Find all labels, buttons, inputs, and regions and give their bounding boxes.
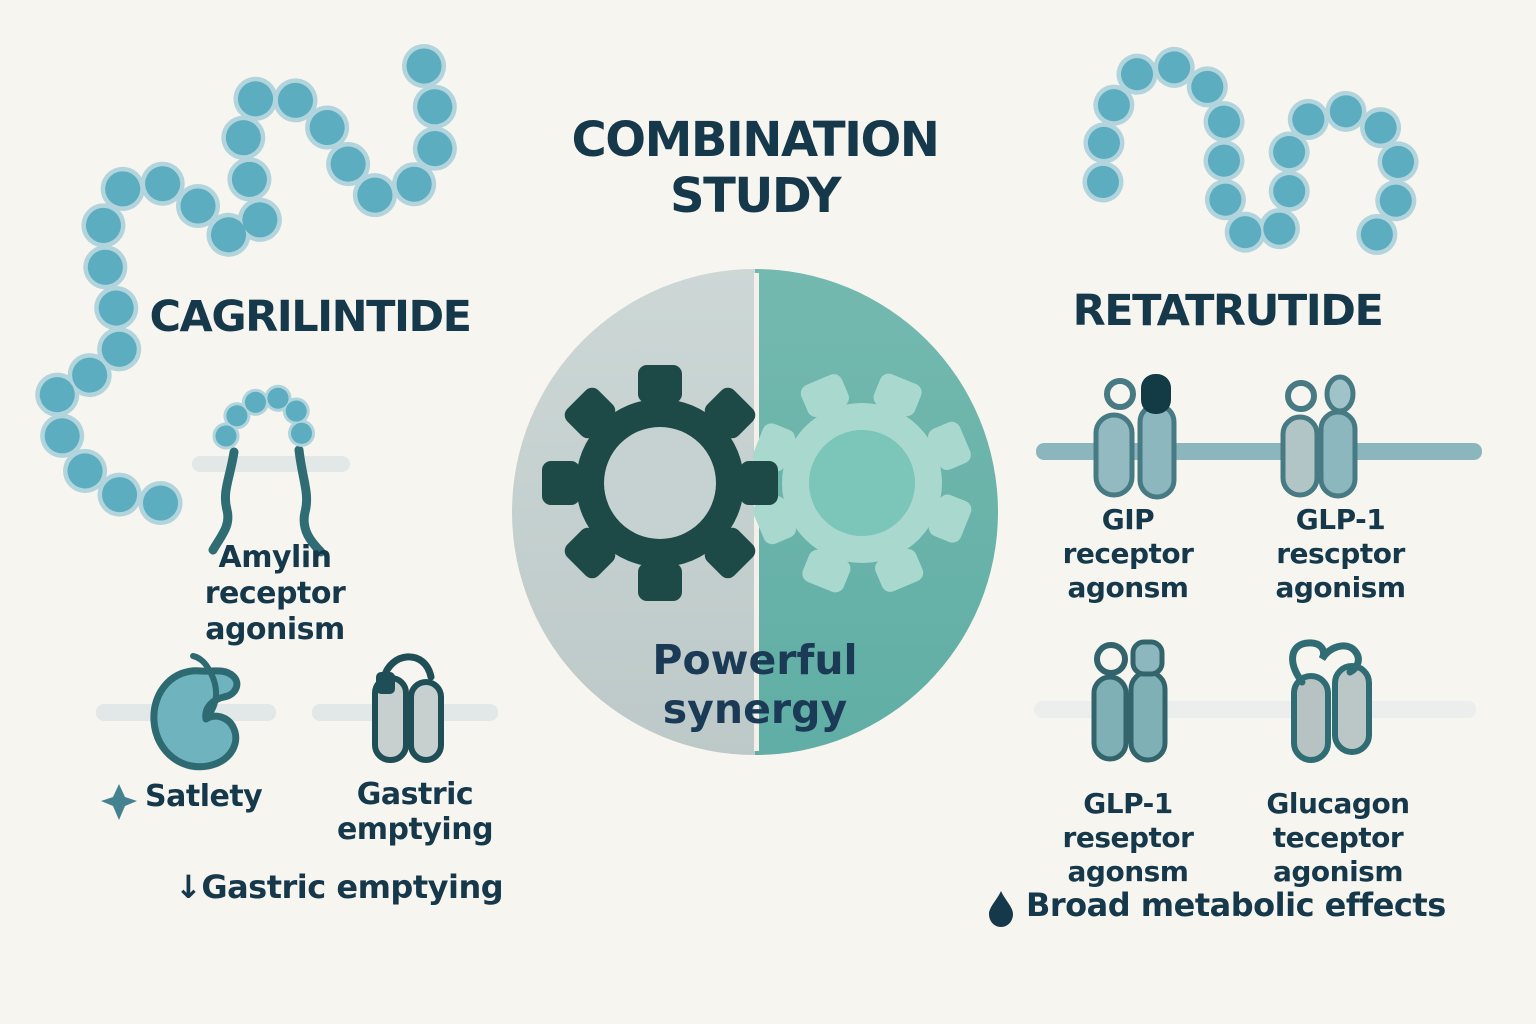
amylin-line1: Amylin: [218, 540, 332, 575]
gear-tooth: [740, 461, 778, 505]
glp1-top-label: GLP-1 rescptor agonism: [1243, 503, 1438, 605]
cagrilintide-peptide-chain: [33, 44, 459, 526]
glp1-bottom-line2: reseptor: [1062, 821, 1194, 855]
glp1-top-line1: GLP-1: [1295, 503, 1386, 536]
gear-tooth: [875, 549, 924, 592]
receptor-subunit: [1318, 409, 1358, 499]
synergy-caption: Powerful synergy: [585, 636, 925, 734]
glp1-top-line2: rescptor: [1276, 537, 1405, 571]
glp1-receptor-icon-bottom: [1091, 639, 1168, 763]
main-title-line2: STUDY: [670, 168, 841, 225]
left-drug-name: CAGRILINTIDE: [149, 292, 472, 342]
receptor-subunit: [1091, 674, 1129, 762]
glucagon-line2: teceptor: [1272, 821, 1404, 855]
gear-tooth: [752, 423, 796, 472]
gip-line3: agonsm: [1067, 571, 1189, 605]
main-title: COMBINATION STUDY: [508, 112, 1002, 224]
satiety-label: Satlety: [145, 779, 263, 814]
down-arrow-icon: ↓: [175, 868, 202, 906]
capsule-cap: [376, 672, 395, 694]
receptor-tail: [294, 445, 326, 557]
gear-tooth: [753, 496, 796, 545]
glp1-bottom-line3: agonsm: [1067, 855, 1189, 889]
gastric-line1: Gastric: [356, 777, 474, 812]
glp1-receptor-icon-top: [1280, 374, 1358, 499]
left-footnote-text: Gastric emptying: [201, 868, 504, 906]
peptide-beads: [38, 48, 455, 521]
capsule: [408, 679, 444, 763]
light-gear: [752, 373, 972, 593]
right-footnote-text: Broad metabolic effects: [1026, 886, 1446, 924]
glucagon-receptor-icon: [1289, 639, 1372, 763]
gear-tooth: [928, 494, 972, 543]
amylin-line3: agonism: [205, 612, 345, 647]
satiety-stomach-icon: [96, 653, 276, 771]
gear-tooth: [873, 373, 922, 417]
gear-tooth: [800, 374, 849, 417]
connector-arc: [380, 653, 435, 682]
dark-gear: [542, 365, 778, 601]
gip-line1: GIP: [1101, 503, 1155, 536]
glp1-bottom-label: GLP-1 reseptor agonsm: [1038, 787, 1218, 889]
gear-hub: [809, 430, 915, 536]
receptor-subunit: [1291, 673, 1331, 763]
receptor-tail: [208, 447, 239, 555]
receptor-subunit: [1093, 412, 1135, 498]
gastric-emptying-icon: [312, 653, 498, 763]
ligand-rounded: [1130, 639, 1165, 677]
gip-line2: receptor: [1062, 537, 1194, 571]
glp1-top-line3: agonism: [1275, 571, 1406, 605]
gear-tooth: [542, 461, 580, 505]
combination-gears: [542, 365, 972, 601]
membrane-band: [192, 456, 350, 472]
ligand-dark: [1141, 374, 1171, 414]
droplet-icon: [989, 891, 1013, 927]
stomach-shape: [150, 667, 241, 771]
ligand-circle: [1094, 642, 1128, 676]
gip-receptor-icon: [1093, 374, 1177, 500]
gear-tooth: [928, 421, 971, 470]
peptide-beads: [1086, 49, 1416, 266]
receptor-subunit: [1128, 669, 1168, 763]
retatrutide-peptide-chain: [1081, 45, 1420, 271]
gastric-emptying-label: Gastric emptying: [330, 777, 500, 847]
receptor-subunit: [1137, 402, 1177, 500]
amylin-receptor-icon: [192, 384, 350, 557]
ligand-circle: [1104, 378, 1136, 410]
metabolic-receptors-row: [1034, 639, 1476, 763]
incretin-receptors-row: [1036, 374, 1482, 500]
right-drug-name: RETATRUTIDE: [1072, 286, 1384, 336]
left-footnote: ↓ Gastric emptying: [175, 868, 504, 906]
receptor-subunit: [1332, 663, 1372, 755]
gear-tooth: [802, 549, 851, 593]
gip-receptor-label: GIP receptor agonsm: [1038, 503, 1218, 605]
ligand-oval: [1324, 374, 1356, 414]
bead-arc: [215, 387, 313, 455]
gear-hub: [604, 427, 716, 539]
ligand-loop: [1289, 639, 1362, 686]
ligand-circle: [1285, 380, 1317, 412]
gastric-line2: emptying: [336, 811, 494, 847]
sparkle-icon: [101, 784, 137, 820]
glucagon-line1: Glucagon: [1266, 787, 1410, 820]
glucagon-line3: agonism: [1272, 855, 1404, 889]
gear-tooth: [638, 365, 682, 403]
gear-tooth: [638, 563, 682, 601]
synergy-line2: synergy: [662, 685, 848, 734]
receptor-subunit: [1280, 414, 1320, 498]
glucagon-label: Glucagon teceptor agonism: [1238, 787, 1438, 889]
amylin-line2: receptor: [204, 576, 346, 611]
glp1-bottom-line1: GLP-1: [1083, 787, 1173, 820]
synergy-line1: Powerful: [652, 636, 858, 684]
main-title-line1: COMBINATION: [571, 112, 940, 168]
stomach-curl: [190, 653, 219, 721]
amylin-receptor-label: Amylin receptor agonism: [165, 540, 385, 648]
right-footnote: Broad metabolic effects: [1026, 886, 1446, 924]
